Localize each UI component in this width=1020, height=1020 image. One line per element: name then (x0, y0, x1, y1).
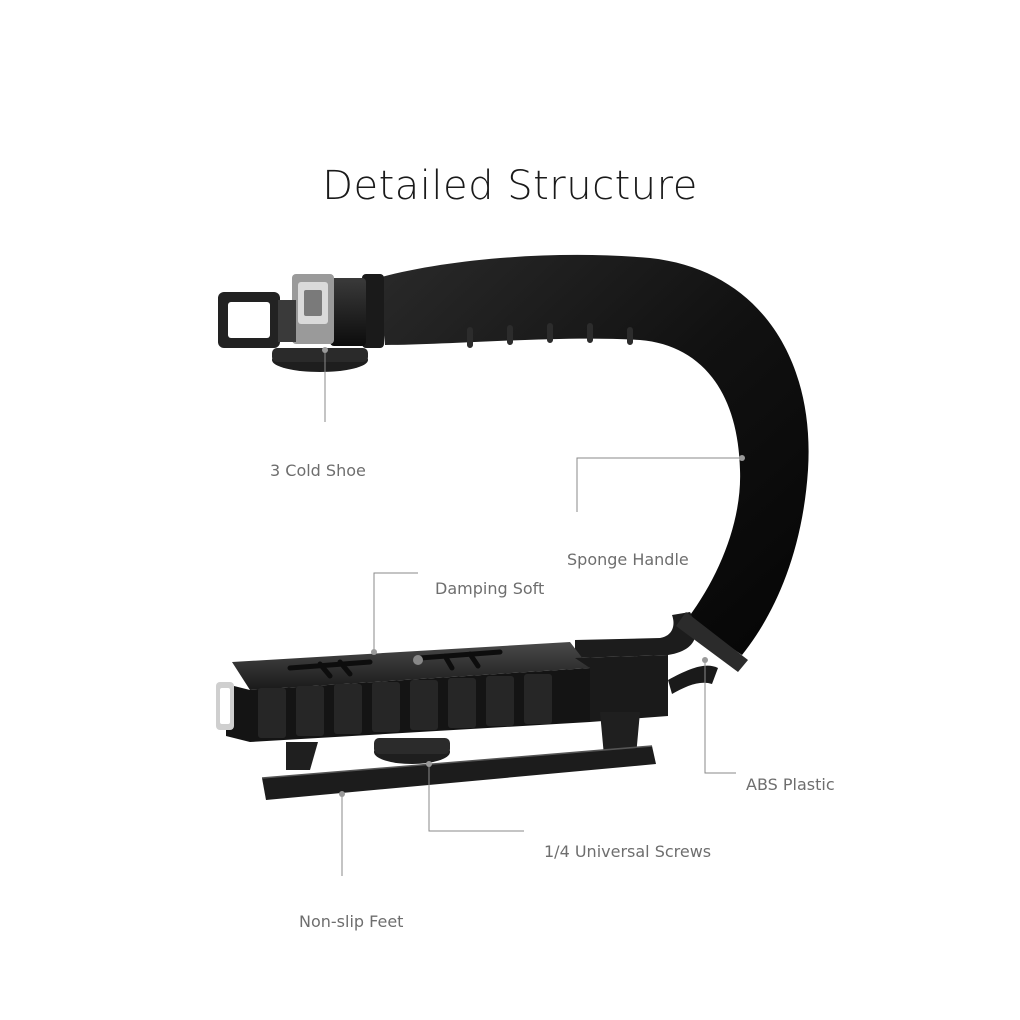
sponge-handle-body (378, 254, 809, 655)
label-universal-screws: 1/4 Universal Screws (544, 842, 712, 861)
label-abs-plastic: ABS Plastic (746, 775, 835, 794)
handle-arm (575, 612, 696, 658)
cold-shoe-mount (218, 274, 384, 372)
leader-lines (322, 347, 745, 876)
page-title: Detailed Structure (322, 163, 698, 209)
label-damping-soft: Damping Soft (435, 579, 545, 598)
label-cold-shoe: 3 Cold Shoe (270, 461, 366, 480)
abs-collar (676, 612, 748, 672)
label-non-slip-feet: Non-slip Feet (299, 912, 404, 931)
base-mount (216, 642, 668, 800)
label-sponge-handle: Sponge Handle (567, 550, 689, 569)
